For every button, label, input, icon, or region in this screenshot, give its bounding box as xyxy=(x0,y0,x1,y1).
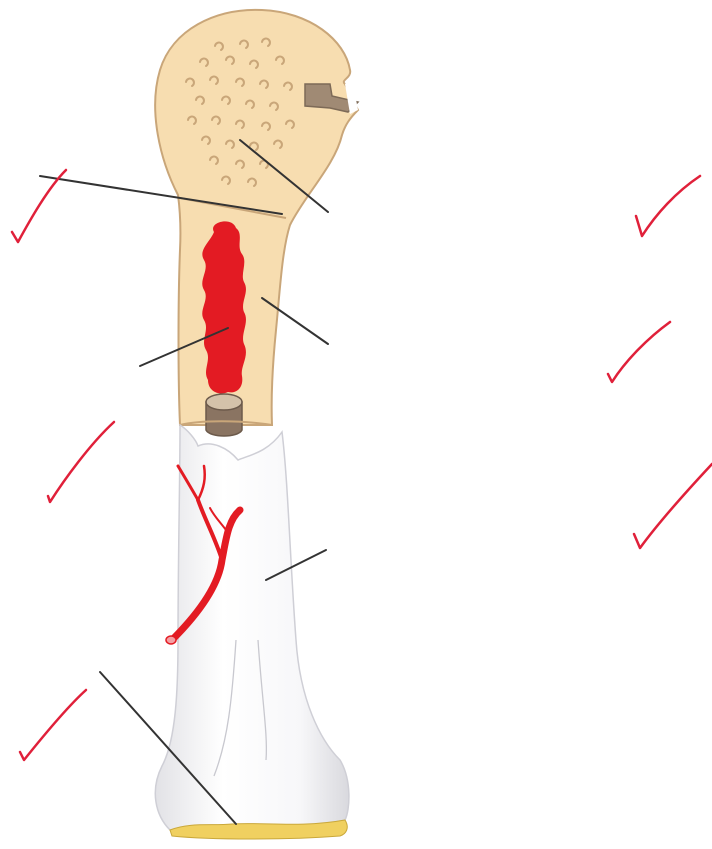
cavity-cylinder xyxy=(206,394,242,436)
checkmark-icon xyxy=(608,322,670,382)
checkmark-icon xyxy=(20,690,86,760)
check-marks xyxy=(12,170,712,760)
checkmark-icon xyxy=(634,464,712,548)
bone-upper-section xyxy=(155,10,358,436)
bone-shaft xyxy=(155,425,349,839)
red-marrow xyxy=(202,221,246,393)
proximal-epiphysis xyxy=(155,10,358,425)
checkmark-icon xyxy=(12,170,66,242)
checkmark-icon xyxy=(48,422,114,502)
vessel-opening xyxy=(166,636,176,644)
checkmark-icon xyxy=(636,176,700,236)
